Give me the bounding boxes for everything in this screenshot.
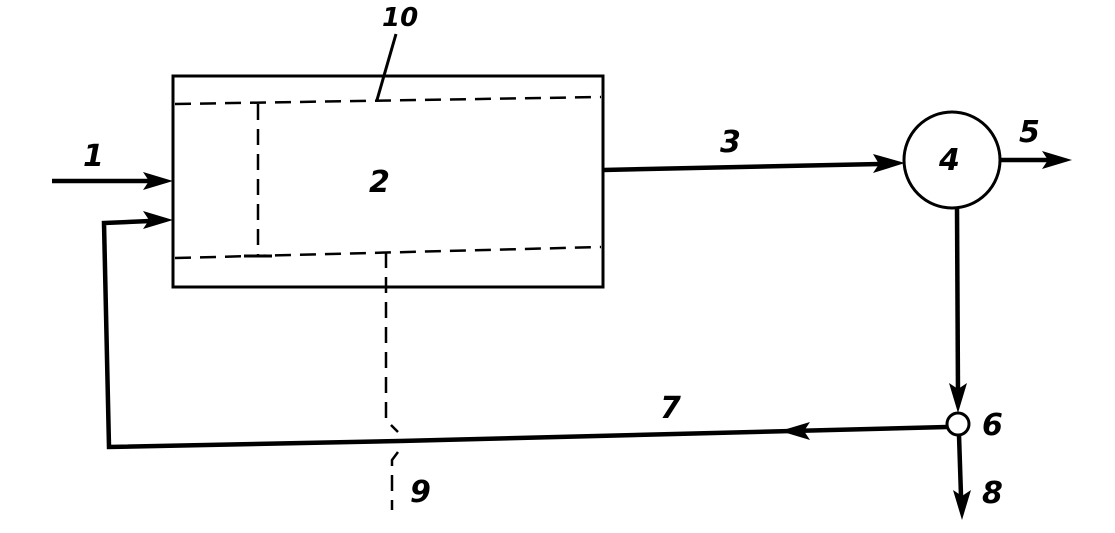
label-reactor-outlet: 3 bbox=[720, 125, 741, 160]
reactor-outlet-arrowhead bbox=[873, 154, 905, 173]
label-internal-baffle: 10 bbox=[382, 3, 418, 33]
separator-bottom-arrowhead bbox=[949, 383, 967, 413]
recycle-stream bbox=[399, 422, 948, 444]
internal-baffle-leader bbox=[375, 33, 398, 101]
separator-bottom-line bbox=[954, 207, 961, 396]
reactor-outlet-stream bbox=[602, 154, 905, 173]
separator-outlet-stream bbox=[1000, 151, 1072, 169]
label-dashed-drain: 9 bbox=[410, 475, 431, 510]
label-recycle-stream: 7 bbox=[660, 391, 681, 426]
purge-stream bbox=[953, 434, 971, 520]
reactor-top-baffle-line bbox=[174, 95, 602, 106]
purge-arrowhead bbox=[953, 490, 971, 520]
label-reactor: 2 bbox=[369, 165, 390, 200]
inlet-feed-arrowhead bbox=[143, 172, 173, 190]
label-separator: 4 bbox=[938, 143, 960, 178]
recycle-return-line bbox=[101, 218, 401, 450]
dashed-drain-line-upper bbox=[384, 252, 399, 433]
label-splitter: 6 bbox=[982, 408, 1003, 443]
recycle-inlet bbox=[101, 211, 401, 450]
recycle-inlet-arrowhead bbox=[143, 211, 173, 229]
label-purge-stream: 8 bbox=[982, 476, 1003, 511]
reactor-outlet-line bbox=[602, 161, 881, 173]
recycle-arrowhead bbox=[780, 422, 810, 440]
label-separator-top-outlet: 5 bbox=[1019, 115, 1040, 150]
label-inlet-feed: 1 bbox=[83, 139, 104, 174]
reactor-outline bbox=[171, 74, 605, 289]
separator-outlet-arrowhead bbox=[1042, 151, 1072, 169]
dashed-drain-stream bbox=[384, 252, 399, 510]
dashed-drain-line-lower bbox=[390, 451, 399, 510]
reactor-vessel bbox=[171, 74, 605, 289]
splitter-circle bbox=[945, 411, 971, 437]
recycle-line bbox=[399, 424, 948, 444]
reactor-bottom-baffle-line bbox=[174, 245, 602, 260]
separator-bottom-stream bbox=[949, 207, 967, 413]
purge-line bbox=[956, 434, 964, 497]
inlet-feed-stream bbox=[52, 172, 173, 190]
